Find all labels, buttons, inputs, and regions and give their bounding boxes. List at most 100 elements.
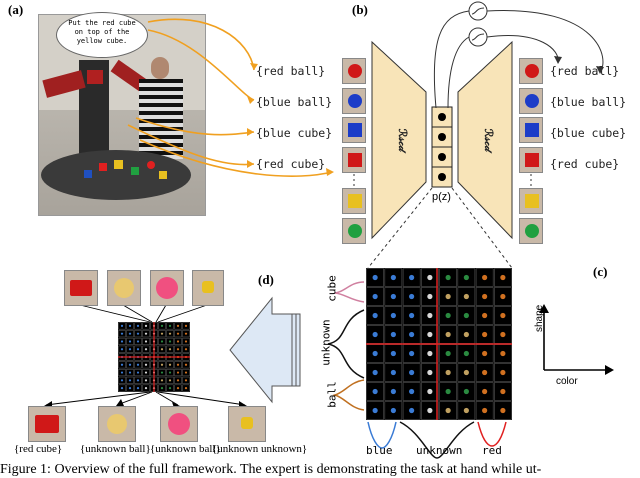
grid-x-label-unknown: unknown	[416, 444, 463, 457]
latent-stack	[431, 106, 453, 188]
density-blue	[367, 421, 397, 449]
thumb-d-out-yellow-ball	[98, 406, 136, 442]
grid-object	[136, 379, 140, 382]
input-arrows-d	[79, 304, 208, 323]
grid-object	[482, 331, 488, 338]
grid-object	[445, 293, 451, 300]
grid-object	[168, 379, 172, 382]
projection-lines	[367, 187, 513, 269]
grid-object	[500, 369, 506, 376]
bottom-label-3: {unknown unknown}	[212, 443, 308, 455]
grid-object	[409, 369, 415, 376]
grid-object	[160, 340, 164, 343]
grid-object	[409, 331, 415, 338]
grid-object	[390, 274, 396, 281]
grid-object	[176, 324, 180, 327]
bottom-label-1: {unknown ball}	[80, 443, 151, 455]
grid-object	[128, 332, 132, 335]
thumb-in-blue-cube	[342, 117, 366, 143]
thumb-d-red-lego	[64, 270, 98, 306]
grid-object	[482, 350, 488, 357]
thumb-out-blue-cube	[519, 117, 543, 143]
bottom-label-2: {unknown ball}	[150, 443, 221, 455]
grid-object	[136, 387, 140, 390]
shape-axis-arrowhead	[539, 304, 549, 313]
orange-arrows	[127, 18, 333, 177]
grid-object	[372, 331, 378, 338]
grid-object	[184, 324, 188, 327]
grid-object	[390, 369, 396, 376]
bottom-label-0: {red cube}	[14, 443, 63, 455]
grid-object	[372, 407, 378, 414]
grid-object	[128, 340, 132, 343]
axis-label-shape: shape	[534, 304, 545, 332]
grid-object	[168, 387, 172, 390]
grid-object	[128, 363, 132, 366]
thumb-out-green-ball	[519, 218, 543, 244]
grid-object	[136, 324, 140, 327]
grid-object	[144, 379, 148, 382]
grid-object	[136, 332, 140, 335]
grid-object	[482, 369, 488, 376]
grid-object	[160, 379, 164, 382]
thumb-out-red-cube	[519, 147, 543, 173]
grid-object	[445, 312, 451, 319]
panel-label-c: (c)	[593, 264, 608, 279]
grid-object	[427, 312, 433, 319]
gating-nodes	[468, 1, 488, 47]
grid-object	[427, 388, 433, 395]
grid-object	[445, 369, 451, 376]
grid-object	[144, 363, 148, 366]
orange-arrowheads	[247, 63, 334, 176]
grid-object	[390, 407, 396, 414]
grid-object	[482, 407, 488, 414]
grid-object	[160, 348, 164, 351]
grid-object	[390, 388, 396, 395]
grid-object	[168, 332, 172, 335]
gating-arrowheads	[554, 56, 604, 74]
thumb-in-blue-ball	[342, 88, 366, 114]
grid-object	[427, 350, 433, 357]
grid-object	[136, 371, 140, 374]
grid-object	[445, 388, 451, 395]
grid-object	[176, 348, 180, 351]
thumb-out-yellow-cube	[519, 188, 543, 214]
grid-object	[482, 293, 488, 300]
grid-object	[427, 407, 433, 414]
grid-object	[372, 274, 378, 281]
grid-y-label-cube: cube	[325, 275, 339, 302]
grid-object	[427, 274, 433, 281]
thumb-out-blue-ball	[519, 88, 543, 114]
grid-object	[128, 324, 132, 327]
grid-object	[144, 348, 148, 351]
grid-object	[463, 350, 469, 357]
output-arrows-d	[45, 391, 246, 406]
grid-object	[168, 348, 172, 351]
grid-object	[168, 363, 172, 366]
grid-object	[427, 293, 433, 300]
thumb-ellipsis	[353, 174, 532, 186]
latent-label: p(z)	[432, 191, 451, 203]
grid-object	[120, 340, 124, 343]
grid-object	[482, 274, 488, 281]
grid-object	[176, 332, 180, 335]
grid-object	[184, 371, 188, 374]
grid-object	[500, 293, 506, 300]
grid-object	[144, 371, 148, 374]
grid-y-label-unknown: unknown	[319, 319, 333, 366]
speech-bubble: Put the red cube on top of the yellow cu…	[56, 12, 148, 58]
query-left-3: {red cube}	[256, 157, 326, 171]
grid-object	[463, 312, 469, 319]
thumb-in-red-ball	[342, 58, 366, 84]
grid-object	[176, 340, 180, 343]
thumb-d-yellow-ball	[107, 270, 141, 306]
grid-x-label-red: red	[482, 444, 502, 457]
speech-line-1: Put the red cube	[68, 19, 136, 27]
grid-object	[390, 350, 396, 357]
grid-object	[390, 331, 396, 338]
thumb-d-out-yellow-toy	[228, 406, 266, 442]
grid-object	[120, 387, 124, 390]
grid-object	[160, 387, 164, 390]
speech-line-2: on top of the	[74, 28, 130, 36]
